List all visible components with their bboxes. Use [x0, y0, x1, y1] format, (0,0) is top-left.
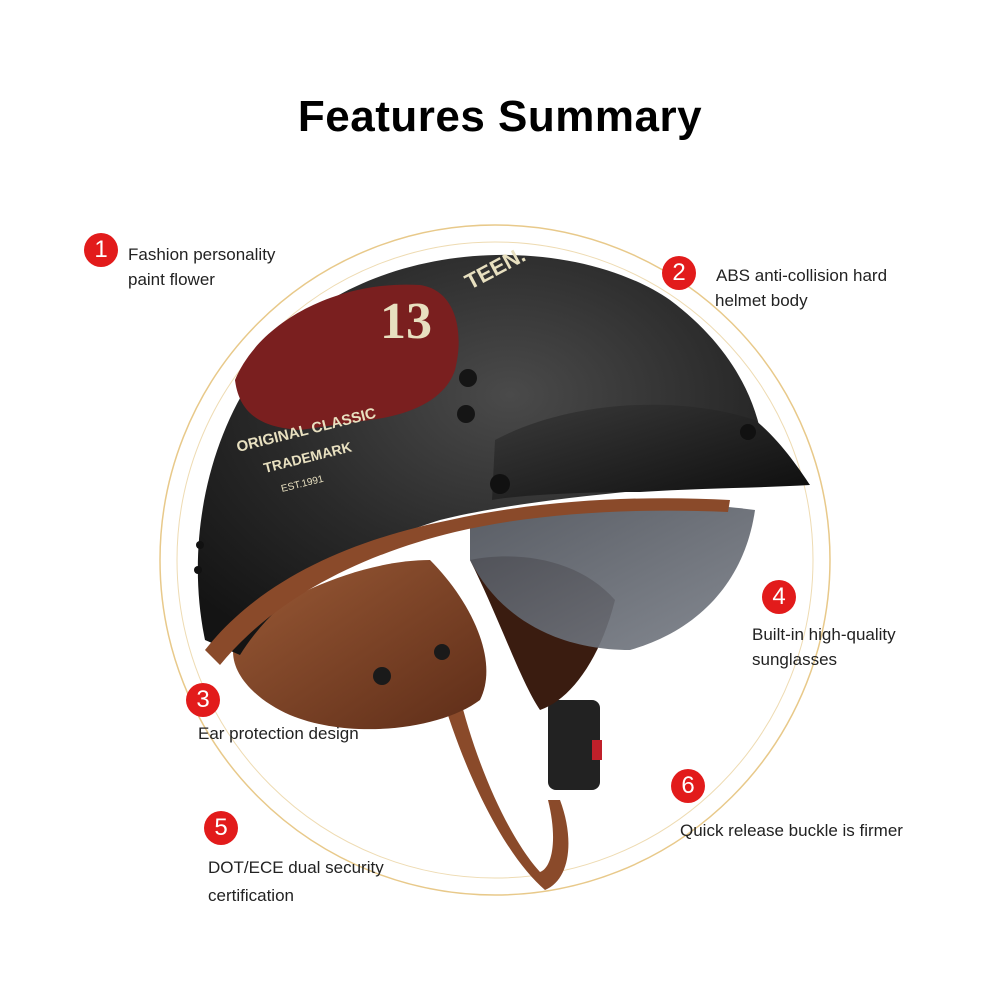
- feature-1-line2: paint flower: [128, 270, 215, 289]
- feature-3-line1: Ear protection design: [198, 724, 359, 743]
- feature-6-line1: Quick release buckle is firmer: [680, 821, 903, 840]
- feature-2-badge: 2: [662, 256, 696, 290]
- feature-6-label: Quick release buckle is firmer: [680, 818, 903, 843]
- inner-ring: [176, 241, 814, 879]
- feature-5-badge: 5: [204, 811, 238, 845]
- feature-3-label: Ear protection design: [198, 721, 359, 746]
- graphic-number: 13: [380, 293, 432, 350]
- feature-4-label: Built-in high-quality sunglasses: [752, 622, 896, 672]
- chin-strap: [440, 690, 569, 890]
- feature-6-badge: 6: [671, 769, 705, 803]
- ear-flap: [233, 560, 487, 730]
- feature-4-line1: Built-in high-quality: [752, 625, 896, 644]
- feature-1-label: Fashion personality paint flower: [128, 242, 275, 292]
- leather-trim: [205, 498, 730, 665]
- buckle: [548, 700, 600, 790]
- feature-2-line1: ABS anti-collision hard: [716, 266, 888, 285]
- feature-2-line2: helmet body: [715, 291, 808, 310]
- feature-5-label: DOT/ECE dual security certification: [208, 854, 384, 910]
- paint-graphic: [235, 284, 459, 430]
- feature-4-badge: 4: [762, 580, 796, 614]
- feature-5-line1: DOT/ECE dual security: [208, 858, 384, 877]
- feature-5-line2: certification: [208, 886, 294, 905]
- feature-1-line1: Fashion personality: [128, 245, 276, 264]
- outer-ring: [159, 224, 831, 896]
- helmet-visor: [492, 404, 810, 500]
- sunglasses-lens: [470, 503, 755, 650]
- feature-1-badge: 1: [84, 233, 118, 267]
- feature-3-badge: 3: [186, 683, 220, 717]
- feature-2-label: ABS anti-collision hard helmet body: [715, 263, 888, 313]
- page-title: Features Summary: [297, 92, 703, 141]
- feature-4-line2: sunglasses: [752, 650, 838, 669]
